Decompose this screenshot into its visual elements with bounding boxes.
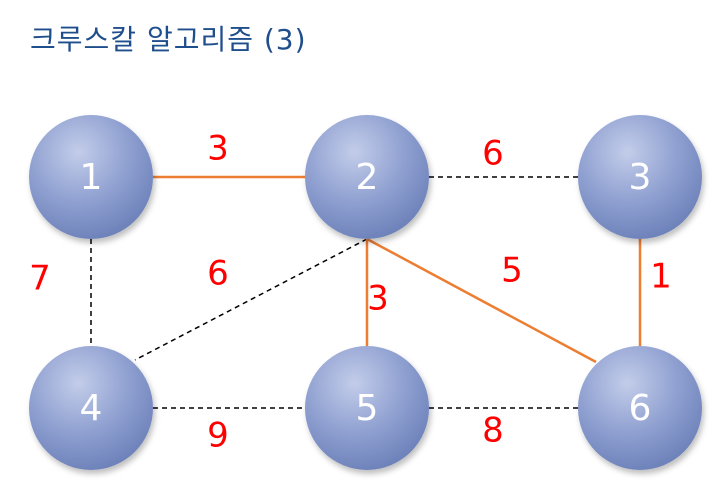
node-label: 5 (356, 388, 379, 429)
node-circle (578, 346, 702, 470)
node-6: 6 (578, 346, 702, 470)
node-label: 6 (629, 388, 652, 429)
node-label: 1 (80, 157, 103, 198)
node-label: 2 (356, 157, 379, 198)
edge-weight-4-5: 9 (207, 416, 229, 456)
edge-weight-2-6: 5 (501, 251, 523, 291)
node-circle (29, 346, 153, 470)
edge-weight-2-3: 6 (482, 134, 504, 174)
edge-weight-1-4: 7 (29, 259, 51, 299)
edge-2-4 (134, 238, 368, 361)
node-1: 1 (29, 115, 153, 239)
node-label: 4 (80, 388, 103, 429)
node-3: 3 (578, 115, 702, 239)
node-4: 4 (29, 346, 153, 470)
node-circle (578, 115, 702, 239)
node-circle (305, 115, 429, 239)
node-5: 5 (305, 346, 429, 470)
edge-2-6 (366, 237, 597, 364)
edge-weight-3-6: 1 (650, 257, 672, 297)
node-2: 2 (305, 115, 429, 239)
edge-weight-1-2: 3 (207, 129, 229, 169)
edge-weight-5-6: 8 (482, 411, 504, 451)
node-circle (305, 346, 429, 470)
node-label: 3 (629, 157, 652, 198)
edge-weight-2-5: 3 (367, 279, 389, 319)
node-circle (29, 115, 153, 239)
edge-weight-2-4: 6 (207, 254, 229, 294)
page-title: 크루스칼 알고리즘 (3) (30, 23, 307, 56)
